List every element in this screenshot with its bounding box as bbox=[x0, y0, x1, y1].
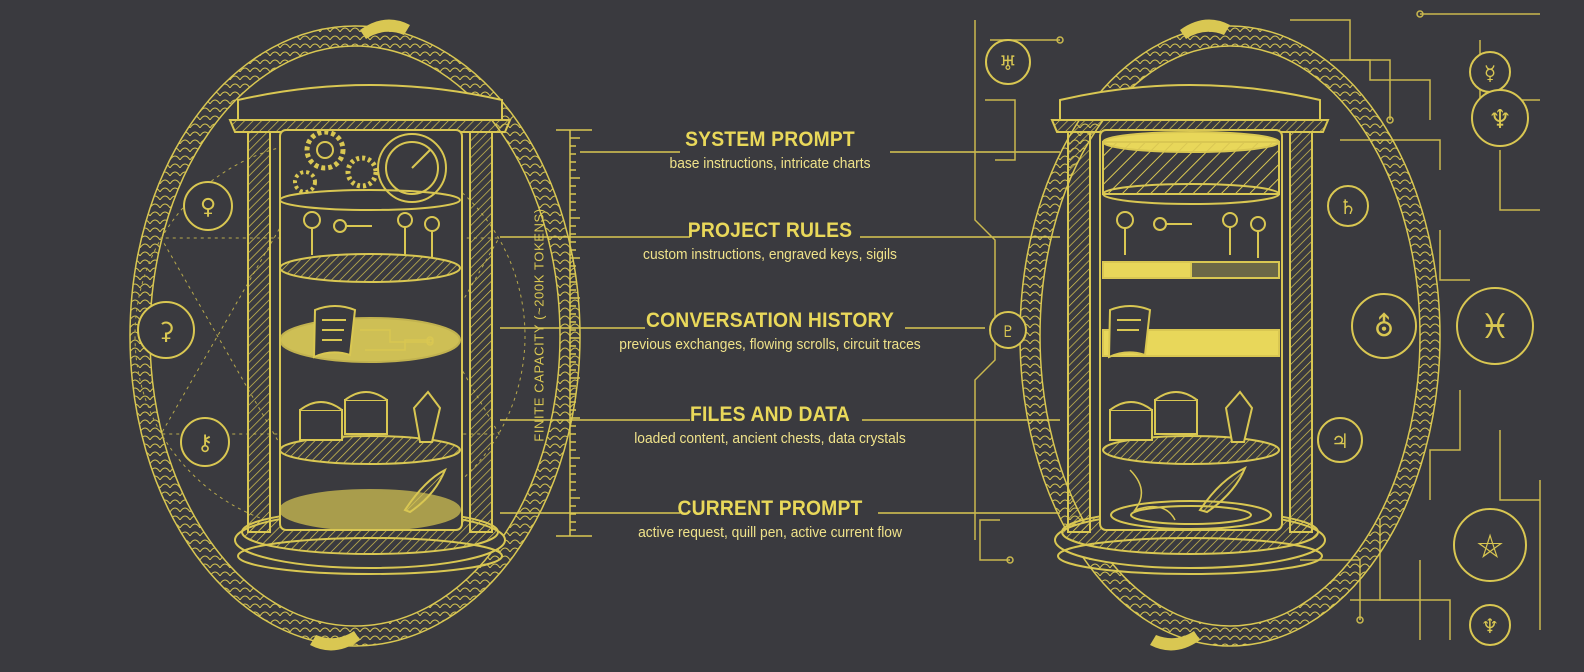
quill-icon bbox=[403, 467, 447, 514]
layer-description: base instructions, intricate charts bbox=[669, 155, 871, 172]
layer-title: SYSTEM PROMPT bbox=[685, 128, 855, 151]
svg-text:♇: ♇ bbox=[1001, 322, 1015, 341]
svg-text:♃: ♃ bbox=[1331, 429, 1349, 453]
svg-text:⚷: ⚷ bbox=[197, 431, 213, 456]
capacity-ruler bbox=[556, 129, 592, 537]
layer-description: active request, quill pen, active curren… bbox=[638, 524, 902, 541]
right-circuit-traces bbox=[974, 10, 1541, 640]
svg-text:☿: ☿ bbox=[1484, 61, 1496, 85]
svg-text:♀: ♀ bbox=[200, 195, 216, 220]
layer-title: FILES AND DATA bbox=[690, 403, 850, 426]
layer-title: CURRENT PROMPT bbox=[677, 497, 863, 520]
connector-lines bbox=[500, 151, 1060, 514]
crystal-icon bbox=[412, 390, 442, 443]
key-icon bbox=[1116, 211, 1266, 258]
svg-text:♓: ♓ bbox=[1480, 307, 1510, 347]
key-icon bbox=[303, 211, 440, 258]
svg-text:⚳: ⚳ bbox=[157, 317, 175, 345]
layer-description: previous exchanges, flowing scrolls, cir… bbox=[619, 336, 921, 353]
layer-description: loaded content, ancient chests, data cry… bbox=[634, 430, 906, 447]
svg-text:⛢: ⛢ bbox=[1374, 310, 1395, 343]
svg-text:♆: ♆ bbox=[1488, 105, 1511, 135]
svg-text:♄: ♄ bbox=[1339, 195, 1357, 219]
layer-title: CONVERSATION HISTORY bbox=[645, 309, 895, 332]
layer-current-prompt: CURRENT PROMPT active request, quill pen… bbox=[560, 497, 980, 541]
layer-system-prompt: SYSTEM PROMPT base instructions, intrica… bbox=[560, 128, 980, 172]
layer-files-and-data: FILES AND DATA loaded content, ancient c… bbox=[560, 403, 980, 447]
layer-project-rules: PROJECT RULES custom instructions, engra… bbox=[560, 219, 980, 263]
scroll-icon bbox=[1107, 305, 1152, 359]
chest-icon bbox=[1109, 391, 1198, 441]
layer-title: PROJECT RULES bbox=[687, 219, 853, 242]
right-hourglass-icon bbox=[1050, 84, 1330, 575]
left-alchemical-symbols: ♀ ⚳ ⚷ bbox=[137, 181, 233, 467]
layer-conversation-history: CONVERSATION HISTORY previous exchanges,… bbox=[560, 309, 980, 353]
quill-icon bbox=[1129, 465, 1247, 521]
scroll-icon bbox=[312, 305, 357, 359]
svg-text:♅: ♅ bbox=[999, 51, 1017, 75]
capacity-label: FINITE CAPACITY (~200K TOKENS) bbox=[531, 208, 547, 442]
svg-text:⛤: ⛤ bbox=[1477, 527, 1503, 565]
gear-icon bbox=[293, 129, 447, 203]
left-hourglass-icon bbox=[228, 84, 512, 575]
layer-description: custom instructions, engraved keys, sigi… bbox=[643, 246, 897, 263]
circuit-trace-icon bbox=[360, 329, 434, 351]
crystal-icon bbox=[1224, 390, 1254, 443]
right-alchemical-symbols: ♅ ♇ ♄ ⛢ ♃ ☿ ♆ ♓ ⛤ ♆ bbox=[985, 39, 1534, 646]
chest-icon bbox=[299, 391, 388, 441]
svg-text:♆: ♆ bbox=[1481, 614, 1499, 638]
